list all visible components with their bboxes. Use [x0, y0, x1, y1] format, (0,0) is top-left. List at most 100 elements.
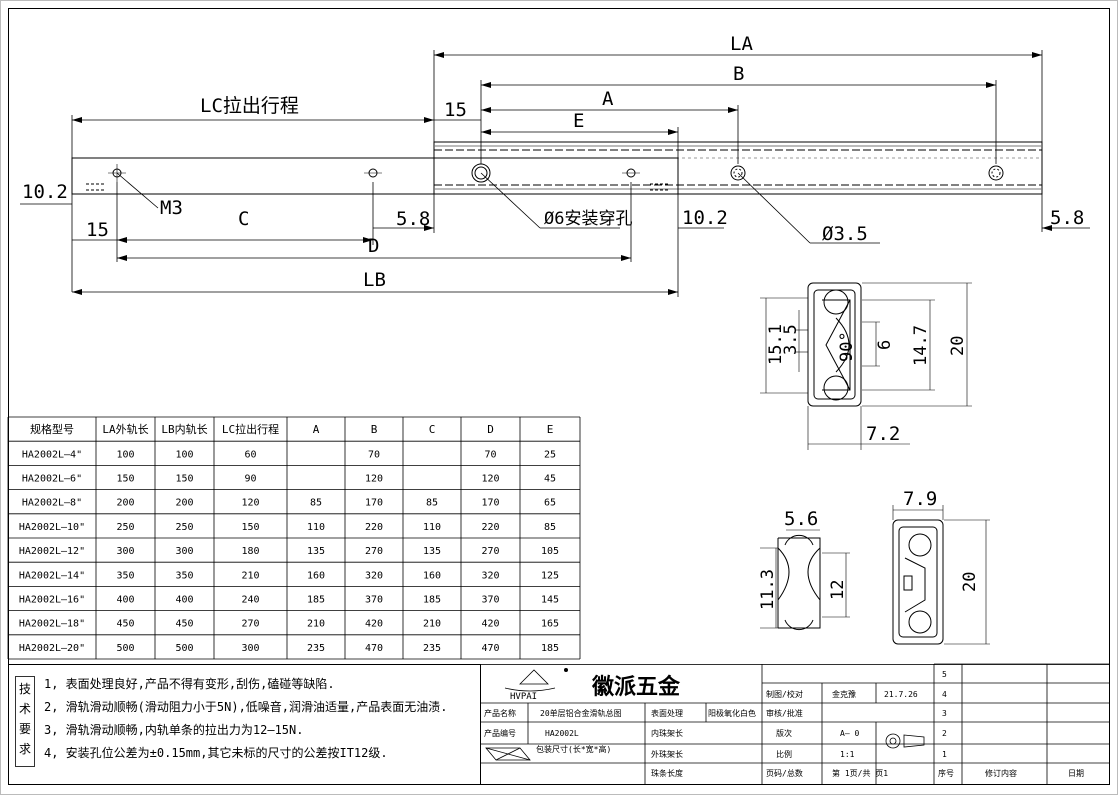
dim-5-8-left: 5.8	[396, 208, 430, 230]
product-code-label: 产品编号	[484, 728, 516, 738]
dim-6: 6	[875, 340, 895, 350]
scale-label: 比例	[776, 749, 792, 759]
brand-logo-icon	[519, 669, 549, 685]
version-label: 版次	[776, 728, 792, 738]
rev-num: 1	[942, 750, 947, 759]
table-cell: 270	[365, 546, 383, 557]
table-cell: 235	[307, 643, 325, 654]
req-title-char: 术	[19, 702, 31, 716]
req-title-char: 求	[19, 742, 31, 756]
drawn-label: 制图/校对	[766, 689, 803, 699]
outer-rail-section	[892, 505, 990, 645]
dim-15-left: 15	[86, 219, 109, 241]
table-cell: 110	[423, 522, 441, 533]
seq-label: 序号	[938, 768, 954, 778]
surface-value: 阳极氧化白色	[708, 708, 756, 718]
product-name-label: 产品名称	[484, 708, 516, 718]
product-code-value: HA2002L	[545, 729, 579, 738]
table-cell: HA2002L—14"	[19, 570, 85, 581]
table-cell: 160	[423, 570, 441, 581]
arrowheads	[72, 52, 1052, 295]
req-title-char: 技	[19, 682, 31, 696]
table-cell: HA2002L—12"	[19, 546, 85, 557]
table-cell: HA2002L—18"	[19, 619, 85, 630]
dim-5-8-right: 5.8	[1050, 207, 1084, 229]
table-cell: 235	[423, 643, 441, 654]
table-cell: 185	[423, 595, 441, 606]
table-cell: 300	[175, 546, 193, 557]
main-section-dim-text: 15.1 3.5 90° 6 14.7 20 7.2	[766, 324, 968, 445]
table-cell: 185	[541, 643, 559, 654]
projection-symbol-icon	[885, 733, 901, 749]
table-cell: 210	[241, 570, 259, 581]
table-cell: 200	[175, 498, 193, 509]
inner-rail-section	[760, 529, 850, 631]
table-cell: 90	[244, 474, 256, 485]
table-cell: 180	[241, 546, 259, 557]
dim-e: E	[573, 110, 584, 132]
table-cell: 450	[175, 619, 193, 630]
technical-requirements: 技 术 要 求 1, 表面处理良好,产品不得有变形,刮伤,磕碰等缺陷. 2, 滑…	[8, 664, 481, 785]
table-cell: 300	[116, 546, 134, 557]
table-cell: 60	[244, 449, 256, 460]
rev-num: 2	[942, 729, 947, 738]
table-cell: 300	[241, 643, 259, 654]
table-cell: 500	[175, 643, 193, 654]
review-label: 审核/批准	[766, 708, 803, 718]
dim-15-top: 15	[444, 99, 467, 121]
dim-3-5: 3.5	[781, 324, 801, 355]
outer-rack-label: 外珠架长	[651, 749, 683, 759]
table-cell: 150	[241, 522, 259, 533]
label-hole-6: Ø6安装穿孔	[544, 209, 632, 229]
table-cell: 210	[307, 619, 325, 630]
label-m3: M3	[160, 197, 183, 219]
dim-c: C	[238, 208, 249, 230]
table-cell: 320	[481, 570, 499, 581]
company-name: 徽派五金	[591, 674, 681, 700]
table-cell: 150	[116, 474, 134, 485]
package-label: 包装尺寸(长*宽*高)	[536, 744, 611, 754]
table-cell: 45	[544, 474, 556, 485]
main-cross-section	[760, 282, 972, 450]
dim-5-6: 5.6	[784, 508, 818, 530]
req-item-1: 1, 表面处理良好,产品不得有变形,刮伤,磕碰等缺陷.	[44, 676, 335, 691]
dim-lc-stroke: LC拉出行程	[200, 95, 299, 117]
product-name-value: 20单层铝合金滑轨总图	[540, 708, 622, 718]
dim-15-1: 15.1	[766, 324, 786, 365]
table-cell: 400	[175, 595, 193, 606]
elevation-dimension-text: LA B A E LC拉出行程 15 10.2 15 M3 C 5.8 D LB…	[22, 33, 1084, 291]
page-label: 页码/总数	[766, 768, 803, 778]
scale-value: 1:1	[840, 750, 855, 759]
table-cell: 170	[365, 498, 383, 509]
hole-3-5-icon	[730, 165, 746, 181]
dim-b: B	[733, 63, 744, 85]
table-cell: 220	[365, 522, 383, 533]
drawn-by: 金克豫	[832, 689, 856, 699]
dim-lb: LB	[363, 269, 386, 291]
table-header-cell: LC拉出行程	[222, 422, 279, 436]
dim-d: D	[368, 235, 379, 257]
rev-num: 4	[942, 690, 947, 699]
table-header-cell: LA外轨长	[102, 422, 148, 436]
table-cell: 120	[241, 498, 259, 509]
dim-7-2: 7.2	[866, 423, 900, 445]
table-cell: 120	[365, 474, 383, 485]
table-cell: 270	[481, 546, 499, 557]
table-cell: 270	[241, 619, 259, 630]
table-header-cell: LB内轨长	[161, 422, 207, 436]
table-header-cell: 规格型号	[30, 422, 74, 436]
table-cell: 125	[541, 570, 559, 581]
surface-label: 表面处理	[651, 708, 683, 718]
table-cell: 100	[175, 449, 193, 460]
dim-10-2-left: 10.2	[22, 181, 68, 203]
table-cell: 70	[484, 449, 496, 460]
inner-section-dim-text: 5.6 11.3 12	[758, 508, 848, 610]
table-cell: 85	[426, 498, 438, 509]
table-cell: 160	[307, 570, 325, 581]
table-cell: 150	[175, 474, 193, 485]
inner-rack-label: 内珠架长	[651, 728, 683, 738]
dim-12: 12	[828, 580, 848, 600]
